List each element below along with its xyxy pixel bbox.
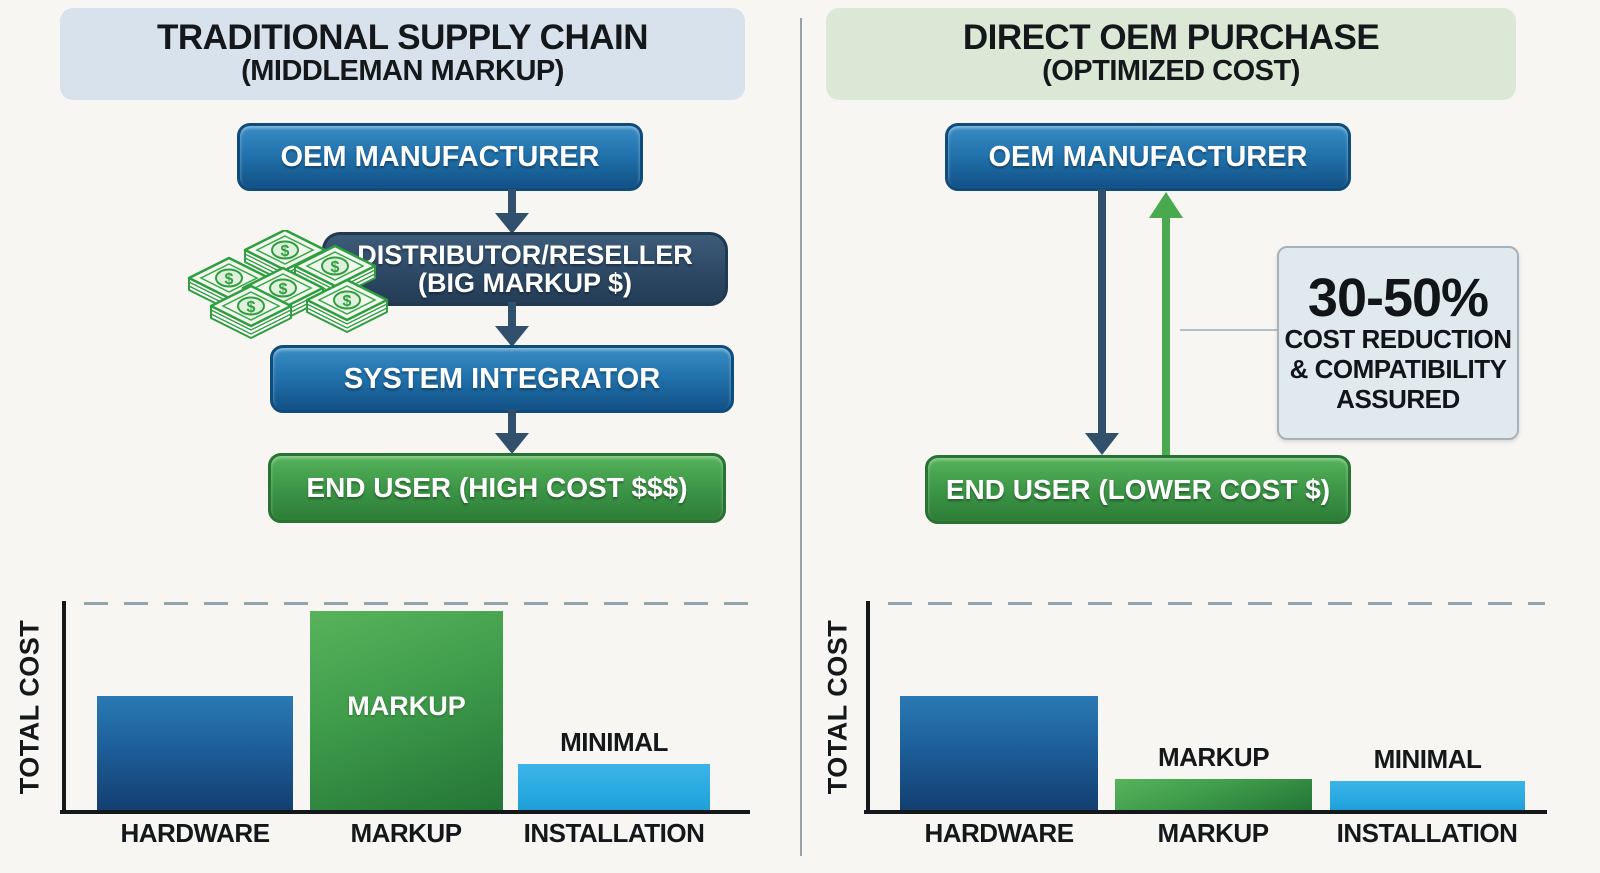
- bar-hardware: [97, 696, 293, 810]
- header-subtitle: (MIDDLEMAN MARKUP): [241, 55, 564, 88]
- x-category-label: MARKUP: [350, 818, 462, 848]
- bar-value-label: MARKUP: [1157, 741, 1270, 772]
- node-end-user-lower-cost: END USER (LOWER COST $): [925, 455, 1351, 524]
- x-category-label: INSTALLATION: [523, 818, 705, 848]
- node-label: SYSTEM INTEGRATOR: [343, 362, 661, 395]
- arrow-down-icon: [495, 302, 529, 347]
- x-category-label: INSTALLATION: [1336, 818, 1518, 848]
- money-stacks-icon: $: [187, 230, 389, 340]
- node-end-user-high-cost: END USER (HIGH COST $$$): [268, 453, 726, 523]
- arrow-down-icon: [1085, 189, 1119, 455]
- bar-installation: MINIMAL: [1330, 744, 1525, 810]
- callout-line: & COMPATIBILITY: [1289, 354, 1507, 385]
- header-traditional-supply-chain: TRADITIONAL SUPPLY CHAIN (MIDDLEMAN MARK…: [60, 8, 745, 100]
- ceiling-dashed-line: [84, 602, 748, 605]
- bar-value-label: MARKUP: [347, 690, 466, 721]
- ceiling-dashed-line: [888, 602, 1545, 605]
- header-direct-oem-purchase: DIRECT OEM PURCHASE (OPTIMIZED COST): [826, 8, 1516, 100]
- y-axis-label: TOTAL COST: [14, 619, 45, 794]
- node-oem-manufacturer-right: OEM MANUFACTURER: [945, 123, 1351, 191]
- cost-chart-direct-oem: TOTAL COST MARKUP MINIMAL HARDWARE MARKU…: [823, 601, 1547, 848]
- node-distributor-reseller: DISTRIBUTOR/RESELLER (BIG MARKUP $): [322, 232, 728, 306]
- node-label: OEM MANUFACTURER: [988, 140, 1308, 173]
- y-axis-label: TOTAL COST: [822, 619, 853, 794]
- cost-reduction-callout: 30-50% COST REDUCTION & COMPATIBILITY AS…: [1277, 246, 1519, 440]
- callout-line: COST REDUCTION: [1284, 324, 1513, 355]
- y-axis-line: [866, 601, 870, 814]
- y-axis-line: [62, 601, 66, 814]
- bar-markup: MARKUP: [310, 611, 503, 810]
- bar-value-label: MINIMAL: [1373, 744, 1482, 775]
- node-label: END USER (HIGH COST $$$): [306, 472, 688, 504]
- x-axis-line: [60, 810, 750, 814]
- x-category-label: MARKUP: [1157, 818, 1269, 848]
- arrow-down-icon: [495, 409, 529, 454]
- bar-value-label: MINIMAL: [560, 727, 668, 758]
- header-subtitle: (OPTIMIZED COST): [1042, 55, 1300, 88]
- bar-markup: MARKUP: [1115, 742, 1312, 810]
- header-title: TRADITIONAL SUPPLY CHAIN: [156, 17, 649, 57]
- callout-headline: 30-50%: [1307, 268, 1489, 329]
- node-oem-manufacturer-left: OEM MANUFACTURER: [237, 123, 643, 191]
- x-axis-line: [864, 810, 1547, 814]
- bar-hardware: [900, 696, 1098, 810]
- arrow-up-icon: [1149, 192, 1183, 455]
- cost-chart-traditional: TOTAL COST MARKUP MINIMAL HARDWARE MARKU…: [15, 601, 750, 848]
- node-label: END USER (LOWER COST $): [945, 473, 1331, 505]
- header-title: DIRECT OEM PURCHASE: [962, 17, 1380, 57]
- panel-divider: [800, 18, 802, 856]
- node-system-integrator: SYSTEM INTEGRATOR: [270, 345, 734, 413]
- node-sublabel: (BIG MARKUP $): [417, 268, 632, 298]
- node-label: OEM MANUFACTURER: [280, 140, 600, 173]
- callout-connector-line: [1180, 329, 1277, 331]
- arrow-down-icon: [495, 189, 529, 234]
- bar-installation: MINIMAL: [518, 727, 710, 810]
- x-category-label: HARDWARE: [120, 818, 270, 848]
- x-category-label: HARDWARE: [924, 818, 1074, 848]
- node-label: DISTRIBUTOR/RESELLER: [357, 239, 693, 270]
- callout-line: ASSURED: [1336, 383, 1460, 414]
